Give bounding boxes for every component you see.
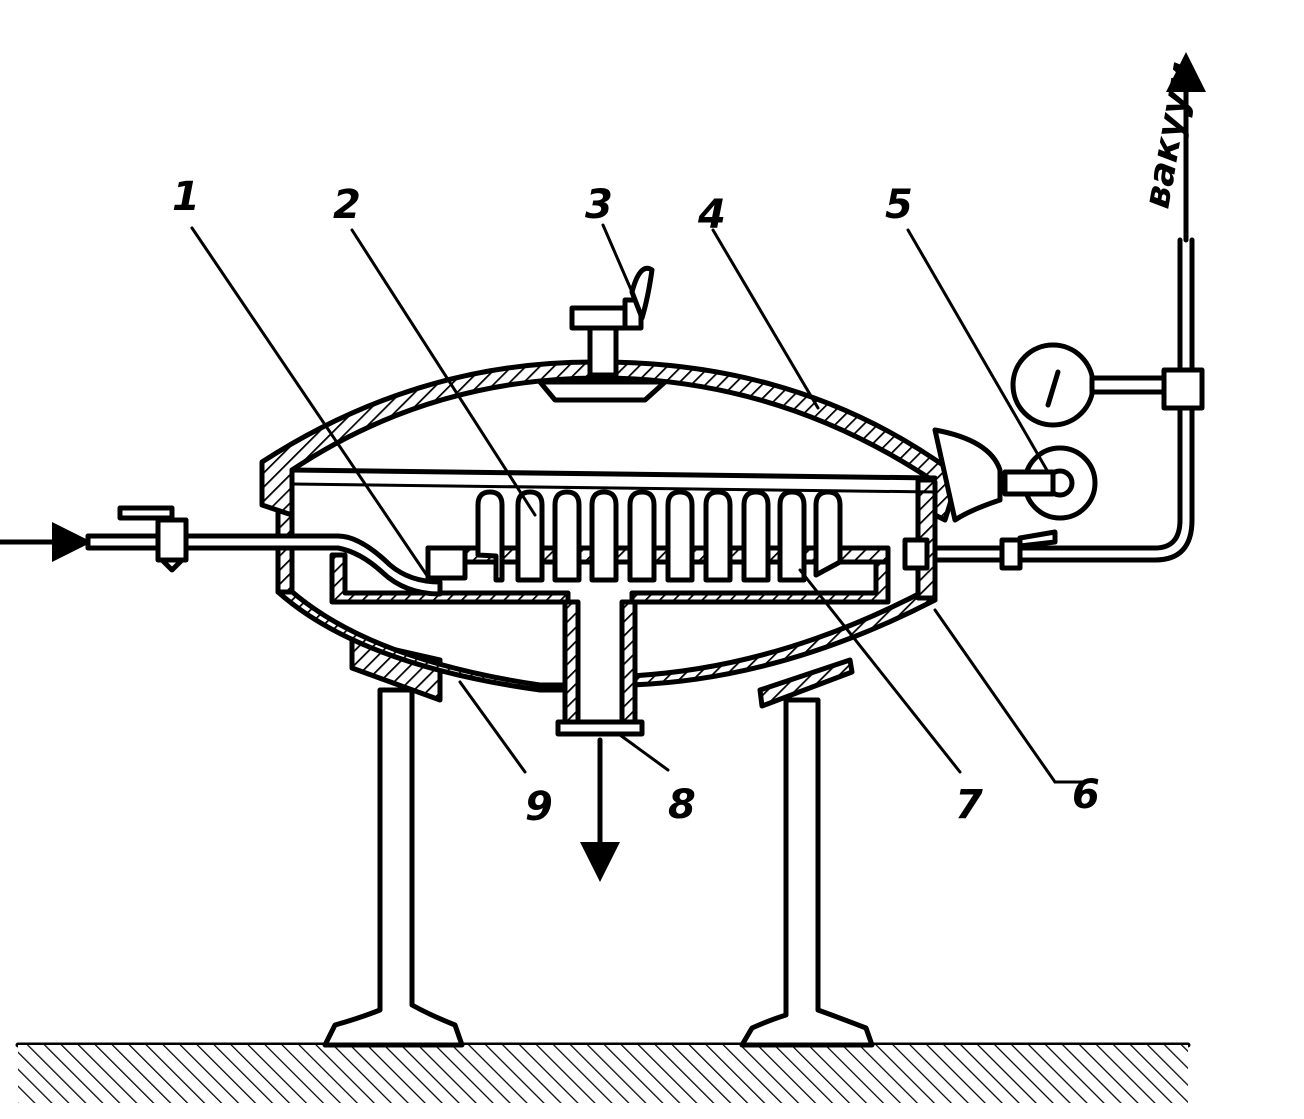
floor bbox=[15, 1042, 1191, 1103]
ampoule-rack bbox=[425, 489, 891, 583]
lid bbox=[259, 359, 961, 523]
callout-9: 9 bbox=[525, 784, 553, 830]
callout-5: 5 bbox=[885, 182, 913, 228]
callout-4: 4 bbox=[697, 192, 726, 238]
vacuum-label: вакуум bbox=[1136, 59, 1202, 212]
inner-tray bbox=[329, 552, 891, 737]
leader-lines bbox=[190, 223, 1088, 784]
callout-7: 7 bbox=[955, 782, 983, 828]
callout-6: 6 bbox=[1072, 772, 1100, 818]
callout-2: 2 bbox=[333, 182, 361, 228]
callout-3: 3 bbox=[585, 182, 613, 228]
callout-1: 1 bbox=[172, 174, 200, 220]
inlet-pipe bbox=[0, 505, 443, 597]
vacuum-assembly bbox=[902, 52, 1206, 571]
callout-8: 8 bbox=[668, 782, 696, 828]
top-valve bbox=[569, 265, 655, 378]
